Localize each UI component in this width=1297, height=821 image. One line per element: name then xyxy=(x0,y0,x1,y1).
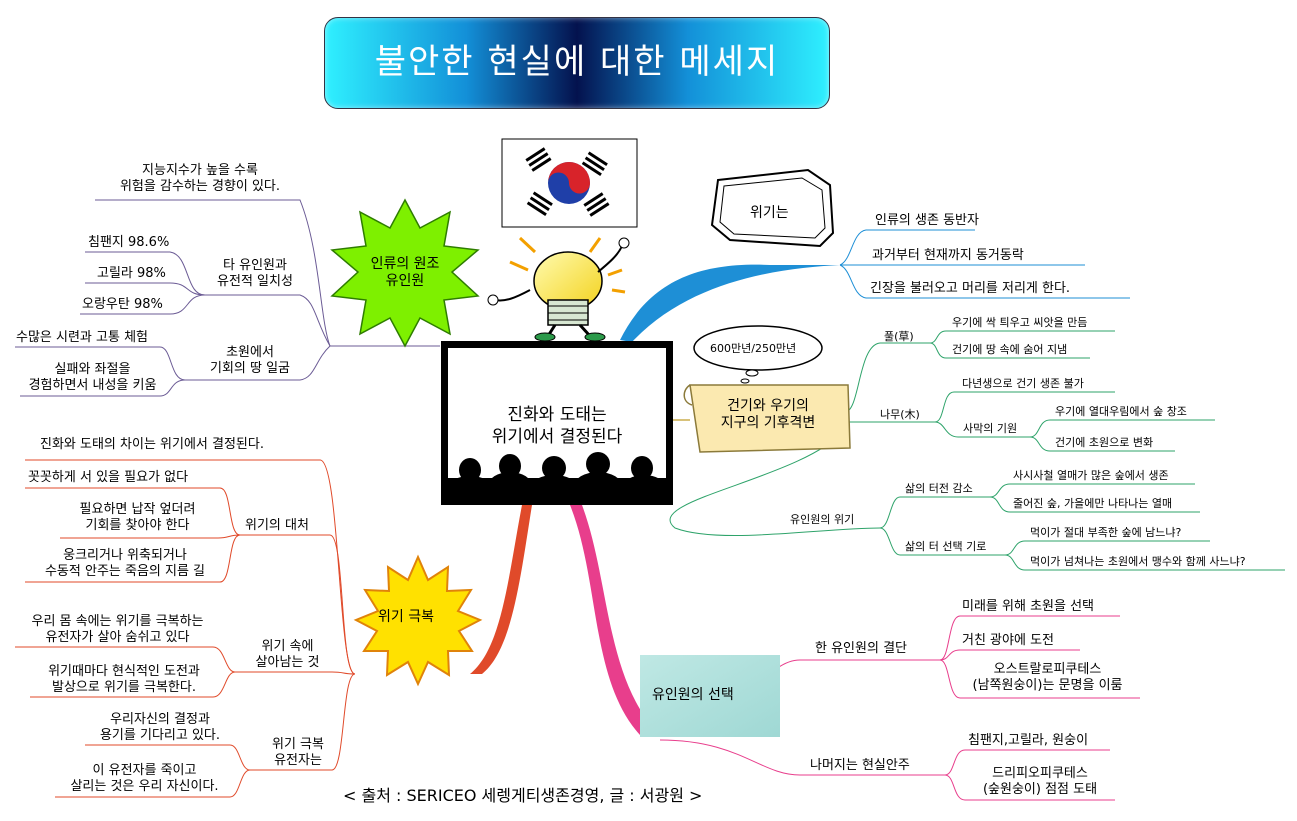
origin-iq-text: 지능지수가 높을 수록 위험을 감수하는 경향이 있다. xyxy=(119,163,281,194)
list-item: 과거부터 현재까지 동거동락 xyxy=(872,248,1024,263)
bulb-mascot-icon xyxy=(487,236,630,342)
overcome-sun-icon xyxy=(353,554,483,687)
climate-loss-label: 삶의 터전 감소 xyxy=(905,482,973,495)
list-item: 우기에 싹 틔우고 씨앗을 만듬 xyxy=(952,316,1088,329)
list-item: 미래를 위해 초원을 선택 xyxy=(962,599,1094,614)
list-item: 먹이가 절대 부족한 숲에 남느냐? xyxy=(1030,526,1182,539)
list-item: 건기에 초원으로 변화 xyxy=(1055,436,1154,449)
branch-origin xyxy=(15,199,440,397)
origin-badge: 인류의 원조 유인원 xyxy=(370,256,440,289)
origin-starburst-icon xyxy=(330,198,480,348)
climate-ape-label: 유인원의 위기 xyxy=(790,513,855,526)
list-item: 우기에 열대우림에서 숲 창조 xyxy=(1055,405,1187,418)
climate-choice-label: 삶의 터 선택 기로 xyxy=(905,540,987,553)
list-item: 실패와 좌절을 경험하면서 내성을 키움 xyxy=(28,362,157,393)
branch-crisis xyxy=(620,264,840,342)
list-item: 위기때마다 현식적인 도전과 발상으로 위기를 극복한다. xyxy=(48,664,200,695)
climate-grass-label: 풀(草) xyxy=(884,330,914,343)
list-item: 고릴라 98% xyxy=(97,266,166,281)
list-item: 거친 광야에 도전 xyxy=(962,633,1054,648)
origin-grass-label: 초원에서 기회의 땅 일굼 xyxy=(209,345,291,376)
list-item: 줄어진 숲, 가을에만 나타나는 열매 xyxy=(1013,497,1173,510)
title-banner: 불안한 현실에 대한 메세지 xyxy=(324,17,830,109)
climate-tree-label: 나무(木) xyxy=(880,408,920,421)
overcome-badge: 위기 극복 xyxy=(378,609,434,625)
selection-badge-frame xyxy=(640,655,780,737)
center-topic: 진화와 도태는 위기에서 결정된다 xyxy=(441,341,673,505)
list-item: 이 유전자를 죽이고 살리는 것은 우리 자신이다. xyxy=(70,763,219,794)
branch-selection xyxy=(570,505,660,735)
overcome-gene-label: 위기 극복 유전자는 xyxy=(272,737,324,768)
climate-desert-label: 사막의 기원 xyxy=(963,422,1018,435)
audience-silhouette-icon xyxy=(448,452,666,498)
center-line-1: 진화와 도태는 xyxy=(507,405,607,425)
overcome-survive-label: 위기 속에 살아남는 것 xyxy=(255,639,320,670)
list-item: 긴장을 불러오고 머리를 저리게 한다. xyxy=(870,281,1071,296)
page-title: 불안한 현실에 대한 메세지 xyxy=(374,42,780,82)
climate-badge-frame xyxy=(683,384,851,453)
list-item: 오스트랄로피쿠테스 (남쪽원숭이)는 문명을 이룸 xyxy=(972,662,1123,693)
crisis-badge: 위기는 xyxy=(750,205,789,221)
climate-badge: 건기와 우기의 지구의 기후격변 xyxy=(720,398,816,431)
list-item: 사시사철 열매가 많은 숲에서 생존 xyxy=(1013,469,1169,482)
branch-climate xyxy=(669,330,1285,571)
crisis-badge-frame xyxy=(710,168,835,248)
list-item: 드리피오피쿠테스 (숲원숭이) 점점 도태 xyxy=(982,766,1098,797)
list-item: 우리 몸 속에는 위기를 극복하는 유전자가 살아 숨쉬고 있다 xyxy=(31,614,204,645)
climate-cloud-bubble xyxy=(693,325,823,384)
list-item: 건기에 땅 속에 숨어 지냄 xyxy=(952,343,1068,356)
list-item: 필요하면 납작 엎더려 기회를 찾아야 한다 xyxy=(79,502,196,533)
list-item: 웅크리거나 위축되거나 수동적 안주는 죽음의 지름 길 xyxy=(44,548,206,579)
list-item: 인류의 생존 동반자 xyxy=(875,213,979,228)
branch-overcome xyxy=(470,505,532,674)
origin-gene-label: 타 유인원과 유전적 일치성 xyxy=(217,258,293,289)
list-item: 먹이가 넘쳐나는 초원에서 맹수와 함께 사느냐? xyxy=(1030,555,1246,568)
overcome-diff-text: 진화와 도태의 차이는 위기에서 결정된다. xyxy=(40,437,264,452)
list-item: 오랑우탄 98% xyxy=(82,297,163,312)
list-item: 침팬지,고릴라, 원숭이 xyxy=(968,733,1089,748)
selection-decision-label: 한 유인원의 결단 xyxy=(815,641,907,656)
list-item: 수많은 시련과 고통 체험 xyxy=(16,330,148,345)
branch-overcome-lines xyxy=(15,459,356,798)
overcome-response-label: 위기의 대처 xyxy=(245,518,309,533)
list-item: 침팬지 98.6% xyxy=(88,235,170,250)
list-item: 우리자신의 결정과 용기를 기다리고 있다. xyxy=(99,712,221,743)
selection-badge: 유인원의 선택 xyxy=(652,687,734,703)
center-line-2: 위기에서 결정된다 xyxy=(491,427,623,447)
list-item: 다년생으로 건기 생존 불가 xyxy=(962,377,1084,390)
climate-bubble: 600만년/250만년 xyxy=(710,342,797,355)
source-caption: < 출처 : SERICEO 세렝게티생존경영, 글 : 서광원 > xyxy=(343,786,703,805)
list-item: 꼿꼿하게 서 있을 필요가 없다 xyxy=(28,470,189,485)
korean-flag-icon xyxy=(501,138,638,228)
selection-rest-label: 나머지는 현실안주 xyxy=(810,758,910,773)
